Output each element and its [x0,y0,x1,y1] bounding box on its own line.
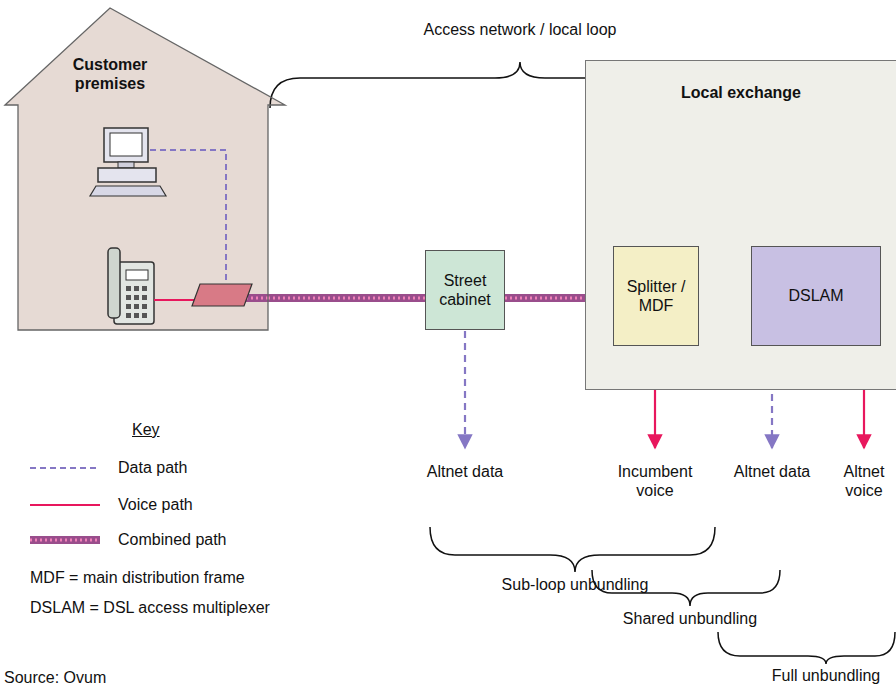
bracket-label: Access network / local loop [420,20,620,39]
dslam-box: DSLAM [751,246,881,346]
phone-keys [126,286,147,318]
combined-path [246,294,268,302]
bracket-label: Sub-loop unbundling [475,575,675,594]
exchange-region: Local exchangeSplitter / MDF DSLAM [585,60,896,390]
screen [110,133,142,156]
data-path [150,150,226,284]
endpoint-label: Altnet data [732,462,812,481]
node-label: DSLAM [788,286,843,305]
modem [192,284,252,306]
combined-path-line [268,294,425,302]
legend-combined-dots [30,539,100,542]
source-note: Source: Ovum [4,668,204,687]
house-fill [5,8,285,330]
combined-path-dots [246,297,268,300]
legend-data-line [30,467,100,469]
phone-display [126,270,148,280]
node-heading: Customer premises [50,55,170,93]
legend-entry: Data path [118,458,187,477]
node-heading: Local exchange [586,83,896,102]
abbreviation-note: MDF = main distribution frame [30,568,350,587]
endpoint-label: Altnet voice [836,462,892,500]
phone-handset [108,248,120,318]
house-outline: Customer premises [18,8,268,330]
combined-path-connector [268,298,425,299]
legend-combined-line [30,536,100,544]
bracket [718,632,895,664]
bracket [430,527,715,572]
splitter-box: Splitter / MDF [613,246,699,346]
monitor [104,128,148,162]
telephone-icon [108,248,154,324]
legend-entry: Combined path [118,530,227,549]
legend-heading: Key [132,420,192,439]
legend-entry: Voice path [118,495,193,514]
house-outline [5,8,285,330]
bracket [270,62,615,108]
computer-base [98,168,156,182]
data-arrow [464,331,466,448]
bracket-label: Shared unbundling [590,609,790,628]
endpoint-label: Incumbent voice [609,462,701,500]
endpoint-label: Altnet data [425,462,505,481]
legend-voice-line [30,504,100,506]
node-label: Street cabinet [426,271,504,309]
legend-text: Data path [118,459,187,476]
cabinet-box: Street cabinet [425,250,505,330]
bracket-label: Full unbundling [756,666,896,685]
legend-text: Voice path [118,496,193,513]
legend-text: Combined path [118,531,227,548]
combined-path-dots [268,297,425,300]
computer-icon [90,128,166,196]
node-label: Splitter / MDF [614,277,698,315]
abbreviation-note: DSLAM = DSL access multiplexer [30,598,350,617]
monitor-stand [118,162,134,168]
keyboard [90,186,166,196]
